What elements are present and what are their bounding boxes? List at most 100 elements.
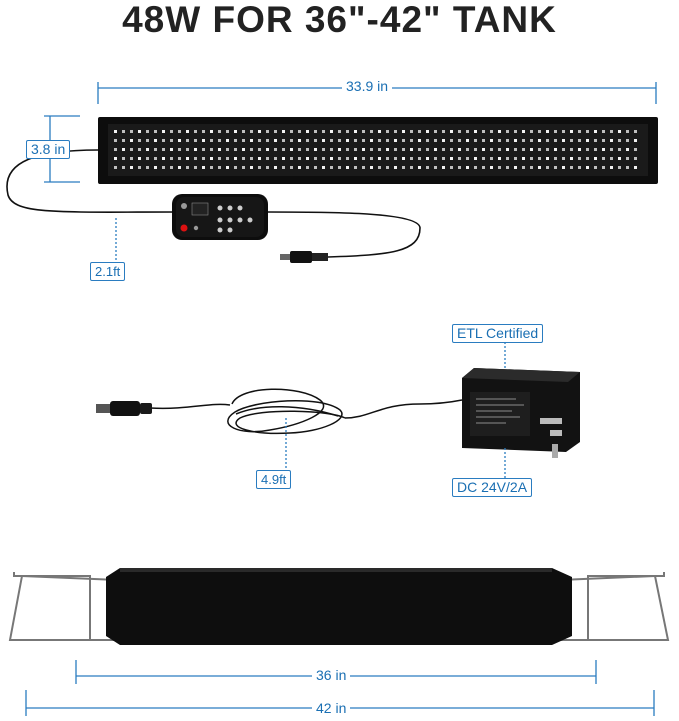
- led-dot: [234, 130, 237, 133]
- led-dot: [474, 148, 477, 151]
- led-dot: [394, 139, 397, 142]
- led-dot: [234, 157, 237, 160]
- led-dot: [330, 166, 333, 169]
- led-dot: [130, 166, 133, 169]
- led-dot: [306, 157, 309, 160]
- led-dot: [474, 157, 477, 160]
- page-title: 48W FOR 36"-42" TANK: [122, 0, 557, 40]
- led-dot: [138, 139, 141, 142]
- led-dot: [170, 157, 173, 160]
- led-dot: [458, 148, 461, 151]
- led-dot: [530, 166, 533, 169]
- led-dot: [562, 139, 565, 142]
- led-dot: [250, 148, 253, 151]
- led-dot: [562, 148, 565, 151]
- led-dot: [274, 166, 277, 169]
- led-dot: [402, 148, 405, 151]
- led-dot: [538, 130, 541, 133]
- power-rating-label: DC 24V/2A: [452, 478, 533, 497]
- led-dot: [114, 157, 117, 160]
- led-dot: [554, 139, 557, 142]
- led-dot: [250, 139, 253, 142]
- led-dot: [186, 166, 189, 169]
- led-dot: [578, 157, 581, 160]
- led-dot: [322, 166, 325, 169]
- led-dot: [490, 139, 493, 142]
- led-dot: [538, 157, 541, 160]
- led-dot: [250, 157, 253, 160]
- led-dot: [618, 139, 621, 142]
- led-dot: [522, 139, 525, 142]
- led-dot: [466, 166, 469, 169]
- led-dot: [210, 157, 213, 160]
- led-dot: [194, 148, 197, 151]
- led-dot: [586, 130, 589, 133]
- led-dot: [394, 166, 397, 169]
- led-dot: [586, 166, 589, 169]
- led-dot: [466, 130, 469, 133]
- led-dot: [450, 166, 453, 169]
- led-dot: [178, 166, 181, 169]
- led-dot: [570, 148, 573, 151]
- led-dot: [130, 157, 133, 160]
- led-dot: [506, 157, 509, 160]
- led-dot: [122, 166, 125, 169]
- led-dot: [474, 166, 477, 169]
- led-dot: [210, 166, 213, 169]
- dc-connector-top: [280, 251, 328, 263]
- led-dot: [538, 139, 541, 142]
- led-dot: [170, 166, 173, 169]
- led-dot: [458, 130, 461, 133]
- led-dot: [338, 139, 341, 142]
- led-dot: [402, 166, 405, 169]
- led-dot: [290, 166, 293, 169]
- led-dot: [362, 157, 365, 160]
- led-dot: [290, 148, 293, 151]
- led-dot: [362, 166, 365, 169]
- led-dot: [554, 166, 557, 169]
- led-dot: [578, 130, 581, 133]
- led-dot: [442, 157, 445, 160]
- led-dot: [338, 130, 341, 133]
- led-dot: [514, 139, 517, 142]
- height-label: 3.8 in: [26, 140, 71, 159]
- led-dot: [362, 148, 365, 151]
- led-dot: [202, 166, 205, 169]
- led-dot: [594, 148, 597, 151]
- led-dot: [226, 166, 229, 169]
- led-dot: [298, 148, 301, 151]
- led-dot: [122, 139, 125, 142]
- controller-cable-label: 2.1ft: [90, 262, 126, 281]
- led-dot: [258, 130, 261, 133]
- led-dot: [226, 139, 229, 142]
- length-label: 33.9 in: [342, 78, 393, 95]
- led-dot: [434, 130, 437, 133]
- led-dot: [522, 130, 525, 133]
- led-dot: [154, 166, 157, 169]
- led-dot: [202, 130, 205, 133]
- led-dot: [282, 139, 285, 142]
- led-dot: [514, 166, 517, 169]
- led-dot: [426, 166, 429, 169]
- led-dot: [282, 157, 285, 160]
- led-dot: [170, 130, 173, 133]
- led-dot: [546, 148, 549, 151]
- led-dot: [178, 130, 181, 133]
- led-dot: [226, 157, 229, 160]
- led-dot: [322, 148, 325, 151]
- led-dot: [274, 148, 277, 151]
- led-dot: [434, 139, 437, 142]
- led-dot: [378, 157, 381, 160]
- led-dot: [354, 166, 357, 169]
- led-dot: [266, 157, 269, 160]
- led-dot: [530, 130, 533, 133]
- led-dot: [610, 148, 613, 151]
- led-dot: [178, 139, 181, 142]
- led-dot: [618, 130, 621, 133]
- led-dot: [226, 130, 229, 133]
- led-dot: [186, 139, 189, 142]
- led-dot: [418, 130, 421, 133]
- led-dot: [530, 139, 533, 142]
- led-dot: [146, 148, 149, 151]
- led-dot: [346, 139, 349, 142]
